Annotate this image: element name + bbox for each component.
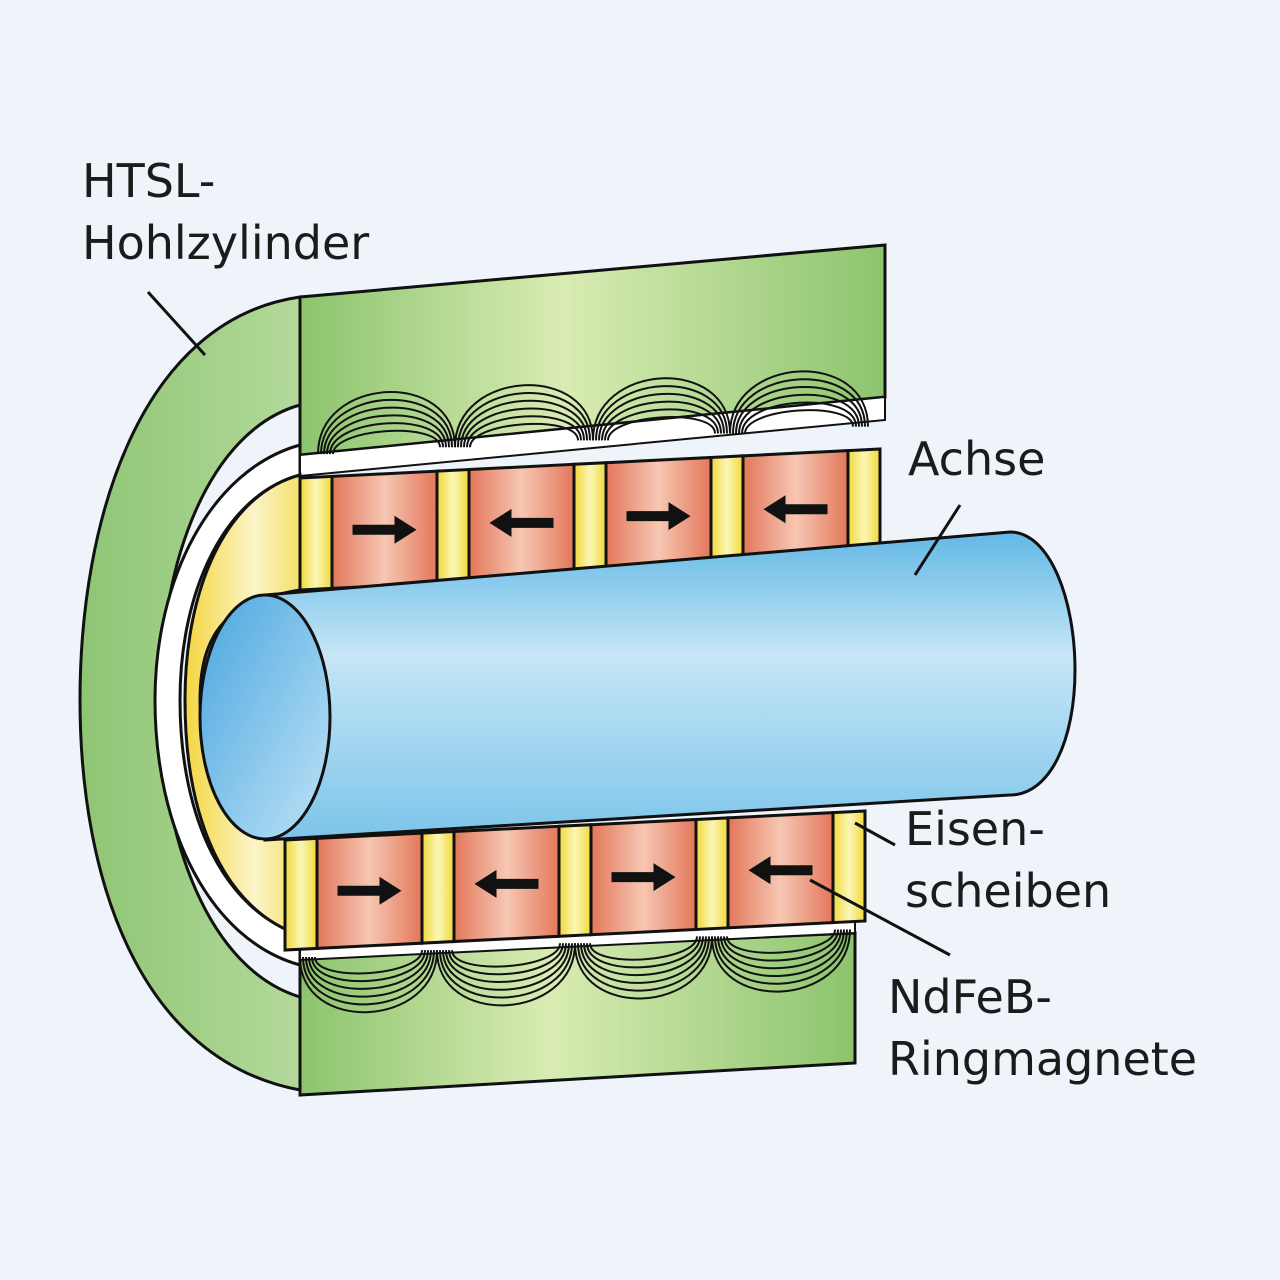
- arrow-left-icon: [748, 856, 813, 885]
- top-field-line: [604, 408, 719, 441]
- arrow-right-icon: [337, 876, 402, 905]
- top-field-line: [329, 422, 444, 455]
- bottom-field-line: [314, 949, 423, 975]
- top-field-line: [320, 398, 453, 455]
- bottom-field-line: [583, 936, 704, 977]
- bottom-field-line: [311, 950, 426, 983]
- top-field-line: [454, 384, 594, 448]
- bottom-field-line: [574, 936, 713, 1000]
- top-field-line: [323, 406, 450, 455]
- axle-body: [263, 530, 1077, 842]
- bottom-magnet-stack: [283, 809, 867, 952]
- bottom-iron-disc: [694, 816, 730, 932]
- bottom-iron-disc: [831, 809, 867, 925]
- label-achse: Achse: [908, 428, 1045, 490]
- top-field-line: [744, 409, 854, 434]
- top-field-line: [326, 414, 447, 455]
- bottom-field-line: [445, 943, 567, 983]
- bottom-field-line: [580, 936, 707, 984]
- top-field-line: [598, 393, 725, 441]
- top-field-line: [466, 415, 582, 448]
- top-field-line: [738, 393, 860, 434]
- top-field-line: [729, 370, 869, 434]
- arrow-right-icon: [611, 863, 676, 892]
- top-field-line: [592, 377, 731, 441]
- top-field-line: [317, 391, 456, 455]
- top-field-line: [732, 378, 866, 434]
- label-achse-line1: Achse: [908, 432, 1046, 486]
- label-htsl-line2: Hohlzylinder: [82, 216, 370, 270]
- bottom-field-line: [451, 943, 561, 968]
- top-field-line: [601, 400, 722, 441]
- top-field-line: [460, 399, 588, 448]
- leader-achse: [913, 504, 962, 576]
- arrow-left-icon: [763, 495, 828, 524]
- field-lines-top: [317, 370, 869, 455]
- label-htsl-line1: HTSL-: [82, 154, 216, 208]
- bottom-field-line: [439, 943, 573, 999]
- bottom-iron-disc: [420, 829, 456, 945]
- top-field-line: [741, 401, 857, 434]
- arrow-left-icon: [474, 869, 539, 898]
- top-iron-disc: [298, 474, 334, 592]
- arrow-left-icon: [489, 508, 554, 537]
- bottom-field-line: [717, 929, 845, 977]
- leader-ndfeb: [809, 878, 951, 957]
- bottom-iron-disc: [283, 836, 319, 952]
- bottom-iron-disc: [557, 823, 593, 938]
- bottom-field-line: [436, 943, 576, 1007]
- leader-htsl: [146, 290, 207, 357]
- label-eisen-line2: scheiben: [905, 864, 1112, 918]
- label-ndfeb-ringmagnete: NdFeB- Ringmagnete: [888, 966, 1197, 1090]
- label-ndfeb-line2: Ringmagnete: [888, 1032, 1198, 1086]
- bottom-field-line: [302, 950, 435, 1006]
- top-field-line: [595, 385, 728, 441]
- label-htsl-hohlzylinder: HTSL- Hohlzylinder: [82, 150, 369, 274]
- field-lines-bottom: [299, 929, 851, 1014]
- bottom-field-line: [589, 936, 698, 961]
- bottom-field-line: [442, 943, 570, 991]
- bottom-field-line: [711, 929, 851, 993]
- bottom-field-line: [720, 929, 842, 970]
- bottom-field-line: [305, 950, 432, 998]
- top-iron-disc: [709, 454, 745, 572]
- label-eisen-line1: Eisen-: [905, 802, 1045, 856]
- top-iron-disc: [572, 461, 608, 578]
- top-field-line: [735, 386, 863, 434]
- bottom-field-line: [448, 943, 564, 976]
- arrow-right-icon: [626, 502, 691, 531]
- label-ndfeb-line1: NdFeB-: [888, 970, 1053, 1024]
- top-iron-disc: [435, 467, 471, 585]
- bottom-field-line: [726, 929, 836, 954]
- bottom-field-line: [723, 929, 839, 962]
- bottom-field-line: [299, 950, 438, 1014]
- top-field-line: [469, 423, 579, 448]
- bottom-field-line: [586, 936, 701, 969]
- bottom-field-line: [577, 936, 710, 992]
- iron-disc-end-face: [183, 473, 302, 938]
- top-field-line: [332, 429, 441, 455]
- leader-eisen: [854, 821, 896, 847]
- bottom-field-line: [714, 929, 848, 985]
- axle-end-face: [198, 593, 332, 841]
- top-magnet-stack: [298, 447, 882, 592]
- top-field-line: [457, 391, 591, 448]
- arrow-right-icon: [352, 515, 417, 544]
- top-field-line: [607, 416, 716, 441]
- bottom-field-line: [308, 950, 429, 990]
- top-field-line: [463, 407, 585, 448]
- label-eisenscheiben: Eisen- scheiben: [905, 798, 1111, 922]
